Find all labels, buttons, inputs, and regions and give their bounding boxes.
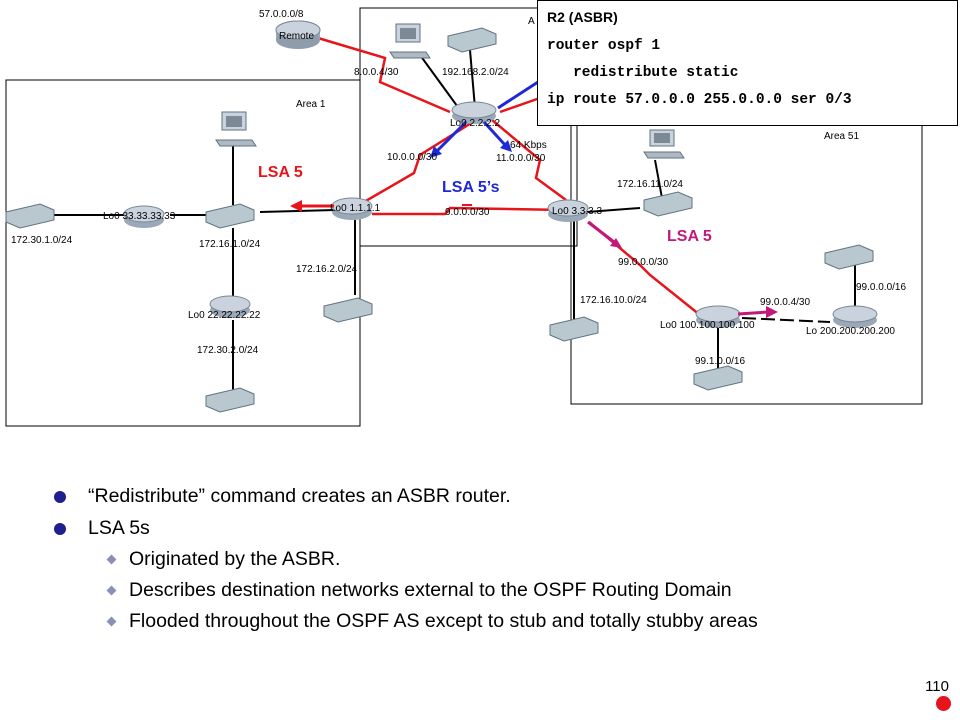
net-17216-1-label: 172.16.1.0/24 xyxy=(199,239,261,250)
net-99-4-30-label: 99.0.0.4/30 xyxy=(760,297,810,308)
switch-17230-1 xyxy=(5,203,55,229)
router-r22 xyxy=(209,295,251,318)
net-17230-2-label: 172.30.2.0/24 xyxy=(197,345,259,356)
switch-17230-2 xyxy=(205,387,255,413)
sub-bullet-text: Originated by the ASBR. xyxy=(129,548,341,570)
lsa-blue-arrow-up xyxy=(497,80,539,110)
router-r200-label: Lo 200.200.200.200 xyxy=(806,326,895,337)
lsa-blue-arrowhead-left xyxy=(430,146,442,158)
lsa-blue-arrowhead-right xyxy=(500,140,512,152)
asbr-config-title: R2 (ASBR) xyxy=(547,9,618,25)
router-remote: Remote xyxy=(275,20,321,49)
asbr-config-line-2: redistribute static xyxy=(547,65,739,81)
lsa-label-left: LSA 5 xyxy=(258,164,303,181)
net-99-0-30-label: 99.0.0.0/30 xyxy=(618,257,668,268)
pc-area0 xyxy=(389,23,431,59)
net-17216-2-label: 172.16.2.0/24 xyxy=(296,264,358,275)
router-r33-label: Lo0 33.33.33.33 xyxy=(103,211,176,222)
router-r2-label: Lo0 2.2.2.2 xyxy=(450,118,500,129)
red-dot-marker xyxy=(936,696,951,711)
net-17216-10-label: 172.16.10.0/24 xyxy=(580,295,647,306)
net-9-label: 9.0.0.0/30 xyxy=(445,207,490,218)
asbr-config-box: R2 (ASBR) router ospf 1 redistribute sta… xyxy=(537,0,958,126)
net-192-label: 192.168.2.0/24 xyxy=(442,67,509,78)
bullet-item: “Redistribute” command creates an ASBR r… xyxy=(50,483,910,510)
lsa-blue-arrow-down-left xyxy=(434,120,468,154)
switch-area1-core xyxy=(205,203,255,229)
link-100-200 xyxy=(741,317,831,323)
router-remote-label: Remote xyxy=(279,31,314,42)
router-r100 xyxy=(695,305,741,328)
sub-bullet-item: Originated by the ASBR. xyxy=(50,547,910,571)
sub-bullet-marker xyxy=(106,554,117,565)
sub-bullet-marker xyxy=(106,585,117,596)
net-17230-1-label: 172.30.1.0/24 xyxy=(11,235,73,246)
switch-99-16 xyxy=(824,244,874,270)
net-17216-11-label: 172.16.11.0/24 xyxy=(617,179,683,190)
asbr-config-line-3: ip route 57.0.0.0 255.0.0.0 ser 0/3 xyxy=(547,92,852,108)
switch-17216-10 xyxy=(549,316,599,342)
pc-area1 xyxy=(215,111,257,147)
sub-bullet-marker xyxy=(106,616,117,627)
net-kbps-label: 64 Kbps xyxy=(510,140,547,151)
router-r200 xyxy=(832,305,878,328)
net-11-label: 11.0.0.0/30 xyxy=(496,153,546,164)
sub-bullet-item: Describes destination networks external … xyxy=(50,578,910,602)
lsa-blue-arrow-down-right xyxy=(482,120,508,148)
router-r100-label: Lo0 100.100.100.100 xyxy=(660,320,755,331)
lsa-magenta-arrow-down xyxy=(587,220,615,244)
lsa-magenta-arrowhead-down xyxy=(610,238,622,248)
area-1-label: Area 1 xyxy=(296,99,326,110)
asbr-config-line-1: router ospf 1 xyxy=(547,38,661,54)
router-r3-label: Lo0 3.3.3.3 xyxy=(552,206,602,217)
switch-99-1 xyxy=(693,365,743,391)
router-r33 xyxy=(123,205,165,228)
net-8-label: 8.0.0.4/30 xyxy=(354,67,399,78)
lsa-red-arrowhead-left xyxy=(290,200,302,212)
bullet-text: “Redistribute” command creates an ASBR r… xyxy=(88,485,511,507)
ospf-topology-diagram: Area 1 Area 51 A Remote xyxy=(5,7,923,427)
page-number: 110 xyxy=(925,678,949,695)
router-r2 xyxy=(451,101,497,124)
router-r3 xyxy=(547,199,589,222)
net-99-1-16-label: 99.1.0.0/16 xyxy=(695,356,745,367)
sub-bullet-text: Describes destination networks external … xyxy=(129,579,732,601)
net-57-label: 57.0.0.0/8 xyxy=(259,9,304,20)
lsa-magenta-arrow-right xyxy=(737,310,769,316)
net-10-label: 10.0.0.0/30 xyxy=(387,152,437,163)
lsa-magenta-arrowhead-right xyxy=(766,306,778,318)
router-r1-label: Lo0 1.1.1.1 xyxy=(330,203,380,214)
lsa-label-right: LSA 5 xyxy=(667,228,712,245)
bullet-item: LSA 5s xyxy=(50,515,910,542)
sub-bullet-text: Flooded throughout the OSPF AS except to… xyxy=(129,610,758,632)
area-1-box xyxy=(5,79,361,427)
router-r1 xyxy=(331,197,373,220)
bullet-text: LSA 5s xyxy=(88,517,150,539)
pc-area51 xyxy=(643,129,685,159)
area-0-label-partial: A xyxy=(528,16,535,27)
sub-bullet-item: Flooded throughout the OSPF AS except to… xyxy=(50,609,910,633)
area-51-label: Area 51 xyxy=(824,131,859,142)
bullet-dot xyxy=(54,523,66,535)
bullet-dot xyxy=(54,491,66,503)
bullet-list: “Redistribute” command creates an ASBR r… xyxy=(50,483,910,640)
net-99-16-label: 99.0.0.0/16 xyxy=(856,282,906,293)
router-r22-label: Lo0 22.22.22.22 xyxy=(188,310,261,321)
switch-17216-11 xyxy=(643,191,693,217)
switch-17216-2 xyxy=(323,297,373,323)
lsa-label-middle: LSA 5’s xyxy=(442,179,500,196)
switch-192 xyxy=(447,27,497,53)
